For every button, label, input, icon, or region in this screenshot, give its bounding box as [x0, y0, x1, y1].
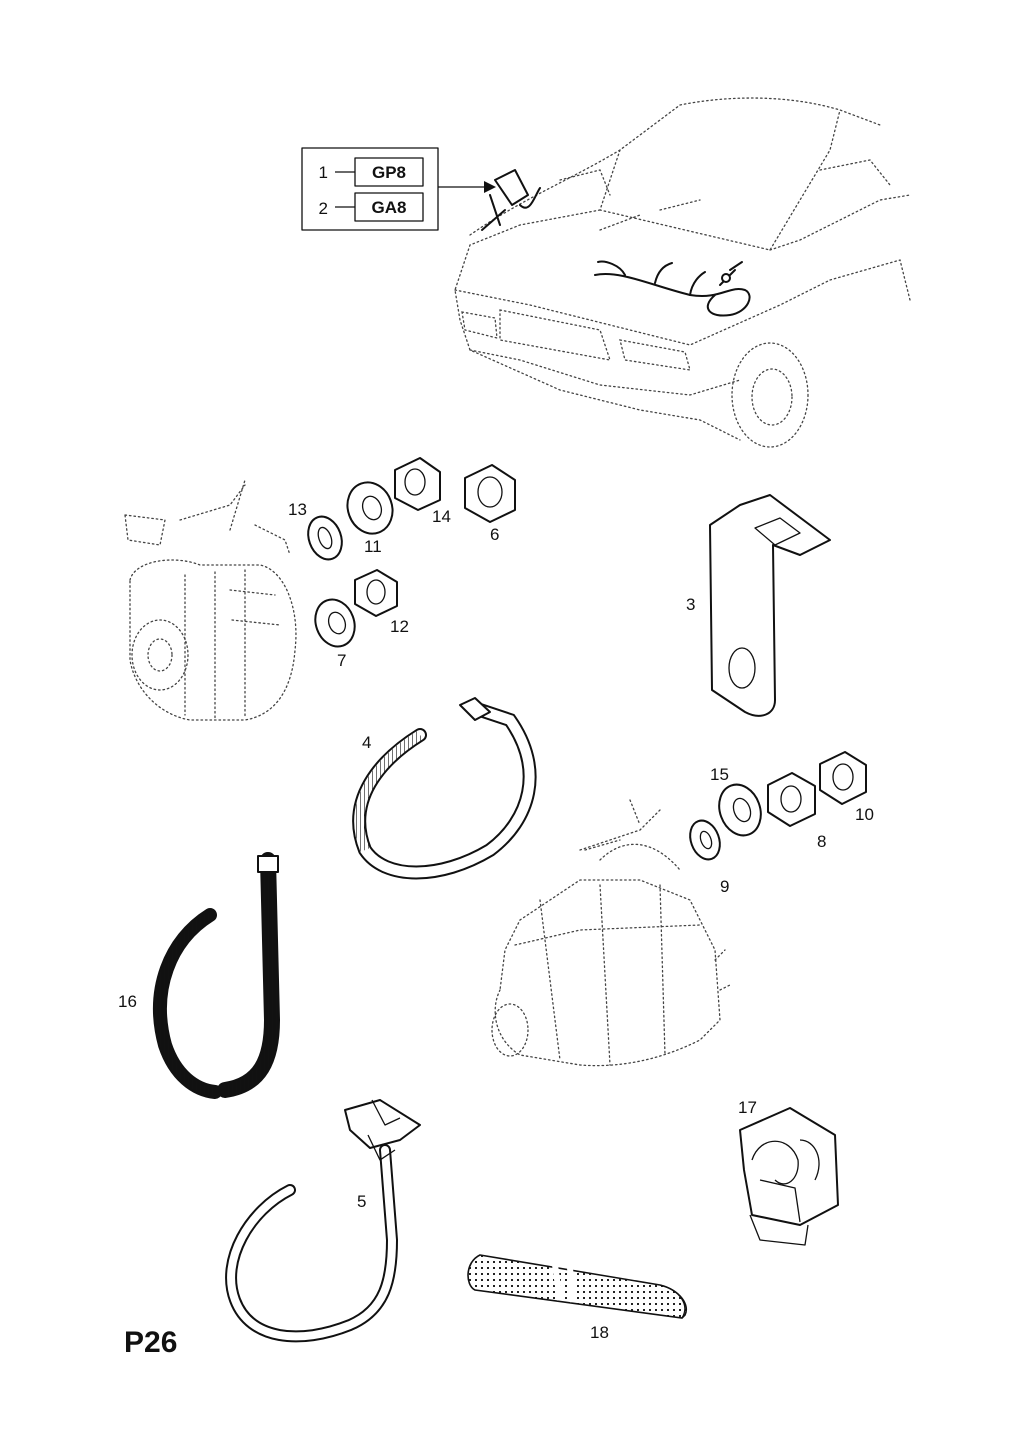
nut-14	[394, 457, 441, 511]
callout-8: 8	[817, 832, 826, 851]
legend-row-2-code: GA8	[372, 198, 407, 217]
legend-row-1-code: GP8	[372, 163, 406, 182]
callout-10: 10	[855, 805, 874, 824]
car-illustration	[454, 97, 911, 448]
arrow-icon	[484, 181, 496, 193]
callout-12: 12	[390, 617, 409, 636]
callout-14: 14	[432, 507, 451, 526]
washer-13	[307, 515, 343, 561]
nut-6	[464, 464, 516, 523]
page-code: P26	[124, 1326, 177, 1359]
callout-7: 7	[337, 651, 346, 670]
bracket-3	[709, 494, 831, 717]
callout-17: 17	[738, 1098, 757, 1117]
cable-tie-4	[352, 697, 537, 880]
callout-9: 9	[720, 877, 729, 896]
callout-16: 16	[118, 992, 137, 1011]
callout-labels: 13 14 6 11 3 12 7 4 15 10 8 9 16 17 5 18	[118, 500, 874, 1342]
callout-11: 11	[364, 537, 382, 556]
legend-row-2-callout: 2	[319, 199, 328, 218]
clip-17	[739, 1107, 839, 1246]
alternator-illustration	[124, 479, 297, 721]
callout-13: 13	[288, 500, 307, 519]
callout-5: 5	[357, 1192, 366, 1211]
starter-motor-illustration	[491, 799, 731, 1067]
edge-trim-18	[467, 1254, 687, 1319]
callout-6: 6	[490, 525, 499, 544]
legend-box: 1 GP8 2 GA8	[301, 147, 496, 231]
callout-3: 3	[686, 595, 695, 614]
washer-9	[689, 819, 721, 861]
callout-4: 4	[362, 733, 371, 752]
washer-7	[314, 598, 356, 648]
cable-tie-16	[153, 852, 281, 1099]
washer-15	[718, 783, 762, 837]
callout-15: 15	[710, 765, 729, 784]
legend-row-1-callout: 1	[319, 163, 328, 182]
nut-10	[819, 751, 867, 805]
cable-tie-5	[225, 1099, 421, 1343]
washer-11	[346, 481, 394, 535]
nut-12	[354, 569, 398, 617]
nut-8	[767, 772, 816, 827]
callout-18: 18	[590, 1323, 609, 1342]
